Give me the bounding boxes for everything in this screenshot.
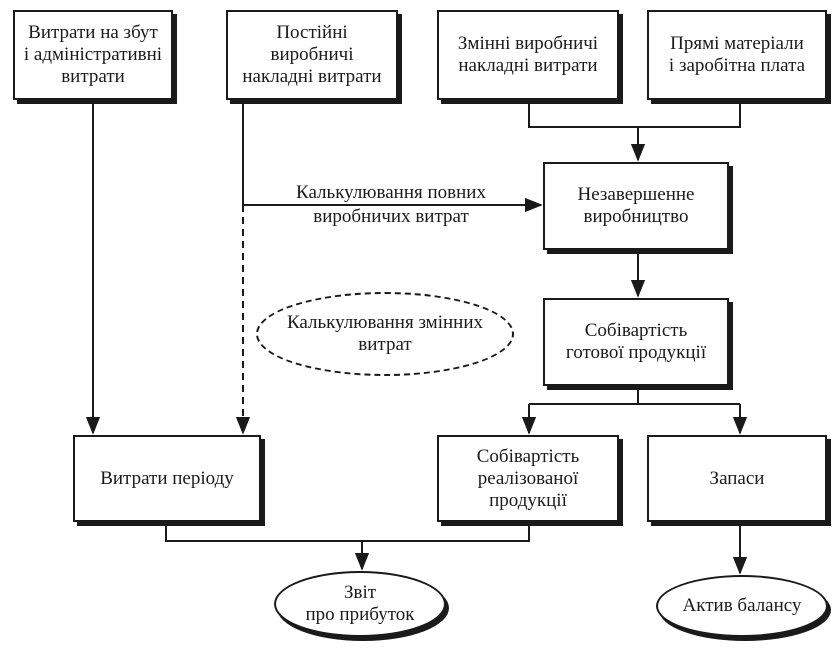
direct-materials-labor-box: Прямі матеріали і заробітна плата [647, 10, 827, 100]
income-statement-ellipse: Звіт про прибуток [274, 571, 446, 637]
inventory-box: Запаси [647, 435, 827, 522]
fixed-overhead-box: Постійні виробничі накладні витрати [226, 10, 398, 100]
connector-variable-direct-join [528, 100, 741, 128]
absorption-costing-label: Калькулювання повних виробничих витрат [296, 182, 486, 227]
selling-admin-costs-box: Витрати на збут і адміністративні витрат… [13, 10, 173, 100]
variable-costing-ellipse: Калькулювання змінних витрат [256, 292, 514, 376]
balance-sheet-asset-ellipse: Актив балансу [656, 575, 828, 637]
finished-goods-cost-box: Собівартість готової продукції [543, 298, 729, 386]
work-in-progress-box: Незавершенне виробництво [543, 162, 729, 250]
period-costs-box: Витрати періоду [73, 435, 261, 522]
cost-of-goods-sold-box: Собівартість реалізованої продукції [437, 435, 619, 522]
connector-period-cogs-join [165, 522, 530, 542]
variable-overhead-box: Змінні виробничі накладні витрати [437, 10, 619, 100]
